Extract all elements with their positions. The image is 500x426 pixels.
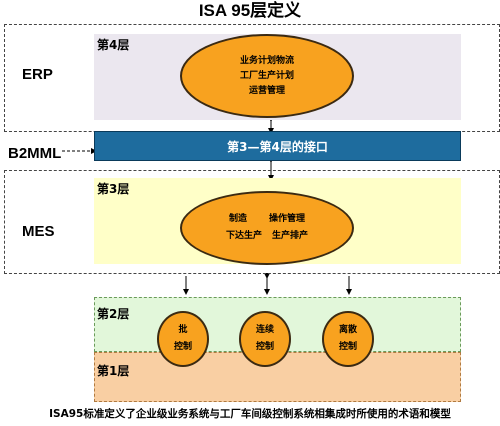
level2-label: 第2层 [97,307,130,321]
batch-control-line1: 批 [178,325,188,335]
mes-function-dispatch: 下达生产 [225,231,262,241]
level3-label: 第3层 [97,182,130,196]
erp-function-3: 运营管理 [248,85,285,96]
batch-control-line2: 控制 [173,342,192,352]
discrete-control-line2: 控制 [338,342,357,352]
mes-function-manufacturing: 制造 [228,214,247,224]
erp-label: ERP [22,66,53,83]
mes-function-scheduling: 生产排产 [272,231,309,241]
level4-label: 第4层 [97,38,130,52]
discrete-control-line1: 离散 [338,325,357,335]
mes-functions-oval: 制造 操作管理 下达生产 生产排产 [180,191,354,265]
b2mml-label: B2MML [8,145,62,162]
level3-4-interface: 第3—第4层的接口 [94,131,461,161]
mes-label: MES [22,223,55,240]
batch-control-circle: 批 控制 [157,311,209,367]
erp-function-1: 业务计划物流 [239,55,294,66]
continuous-control-line2: 控制 [255,342,274,352]
diagram-title: ISA 95层定义 [198,1,302,20]
continuous-control-line1: 连续 [255,325,274,335]
erp-functions-oval: 业务计划物流 工厂生产计划 运营管理 [180,34,354,118]
discrete-control-circle: 离散 控制 [322,311,374,367]
mes-function-operations: 操作管理 [269,214,306,224]
level1-label: 第1层 [97,364,130,378]
diagram-caption: ISA95标准定义了企业级业务系统与工厂车间级控制系统相集成时所使用的术语和模型 [49,408,451,420]
erp-function-2: 工厂生产计划 [239,70,294,81]
continuous-control-circle: 连续 控制 [239,311,291,367]
